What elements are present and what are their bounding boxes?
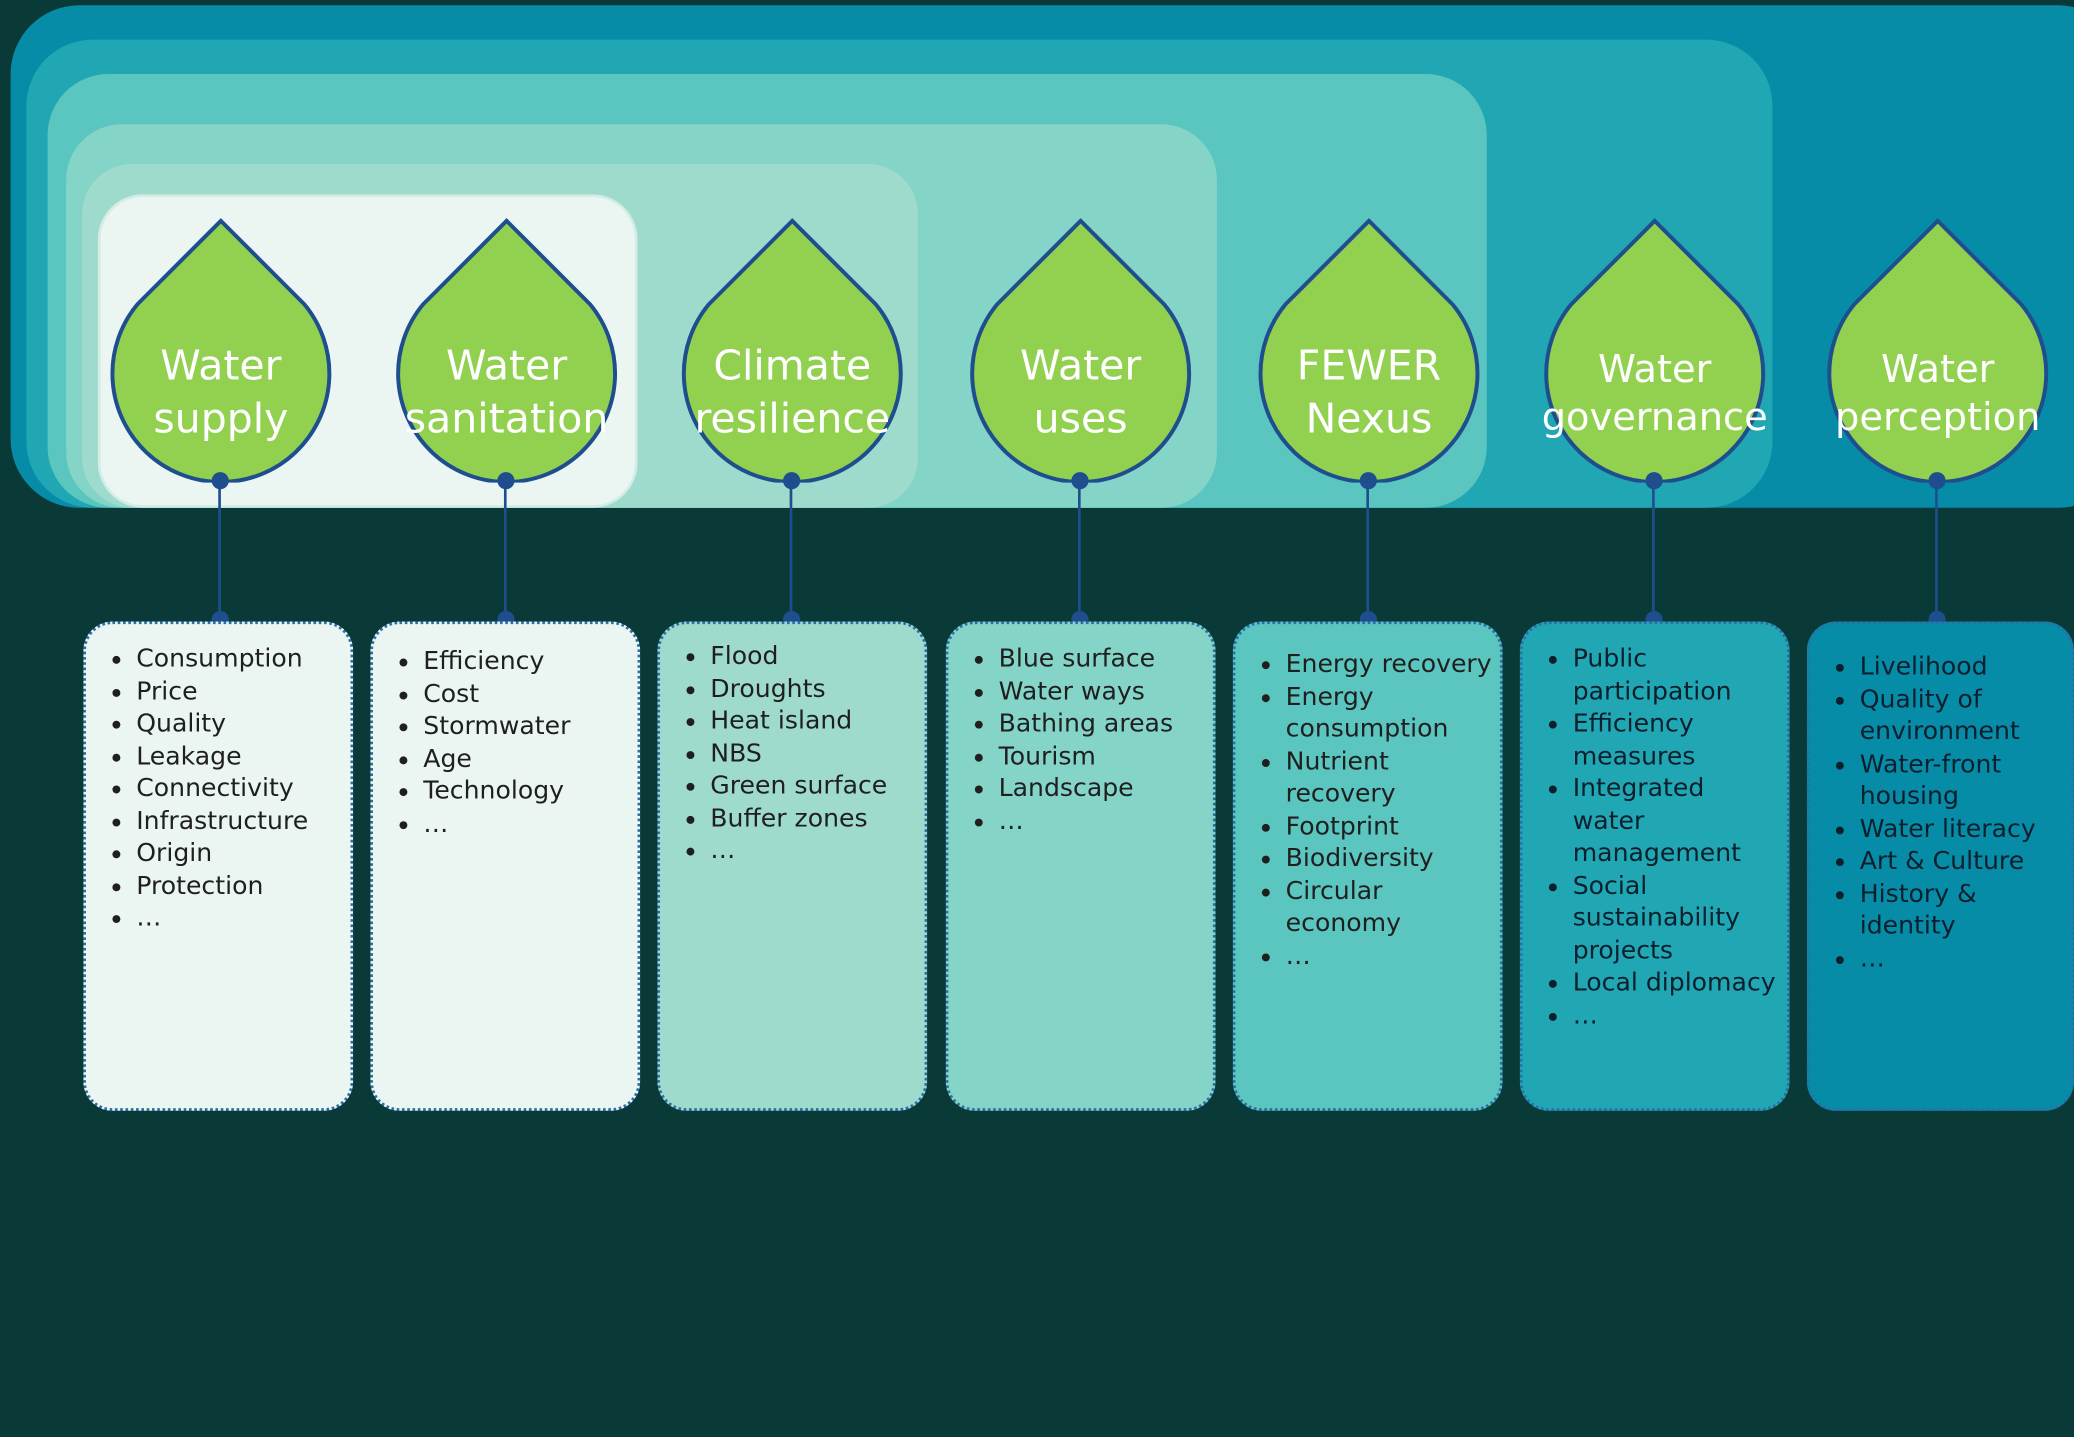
fewer-nexus-card: Energy recovery Energy consumption Nutri… <box>1232 621 1503 1111</box>
list-item: Consumption <box>136 643 345 675</box>
list-item: Social sustainability projects <box>1573 869 1782 966</box>
water-governance-dot-top <box>1645 472 1663 490</box>
list-item: Landscape <box>999 772 1208 804</box>
list-item: Water literacy <box>1860 813 2072 845</box>
list-item: Quality <box>136 707 345 739</box>
list-item: Energy recovery <box>1286 648 1495 680</box>
water-sanitation-connector <box>503 481 507 619</box>
water-uses-connector <box>1078 481 1081 619</box>
list-item: Efficiency measures <box>1573 707 1782 772</box>
water-uses-dot-top <box>1071 472 1089 490</box>
water-supply-list: Consumption Price Quality Leakage Connec… <box>112 643 345 935</box>
list-item: … <box>1286 940 1495 972</box>
water-perception-list: Livelihood Quality of environment Water-… <box>1836 651 2071 975</box>
list-item: Integrated water management <box>1573 772 1782 869</box>
list-item: Art & Culture <box>1860 845 2072 877</box>
water-sanitation-list: Efficiency Cost Stormwater Age Technolog… <box>399 645 632 839</box>
water-uses-list: Blue surface Water ways Bathing areas To… <box>975 643 1208 837</box>
list-item: … <box>999 805 1208 837</box>
list-item: Droughts <box>710 672 919 704</box>
climate-resilience-list: Flood Droughts Heat island NBS Green sur… <box>686 640 919 867</box>
list-item: Flood <box>710 640 919 672</box>
list-item: … <box>710 834 919 866</box>
list-item: History & identity <box>1860 877 2072 942</box>
list-item: Heat island <box>710 705 919 737</box>
list-item: Circular economy <box>1286 875 1495 940</box>
list-item: … <box>423 807 632 839</box>
list-item: Buffer zones <box>710 802 919 834</box>
water-supply-connector <box>218 481 221 619</box>
fewer-nexus-list: Energy recovery Energy consumption Nutri… <box>1262 648 1495 972</box>
list-item: … <box>1573 999 1782 1031</box>
list-item: Protection <box>136 869 345 901</box>
list-item: Water ways <box>999 675 1208 707</box>
water-supply-card: Consumption Price Quality Leakage Connec… <box>83 621 354 1111</box>
list-item: Efficiency <box>423 645 632 677</box>
list-item: Connectivity <box>136 772 345 804</box>
fewer-nexus-connector <box>1366 481 1369 619</box>
list-item: Blue surface <box>999 643 1208 675</box>
water-sanitation-card: Efficiency Cost Stormwater Age Technolog… <box>370 621 641 1111</box>
list-item: NBS <box>710 737 919 769</box>
water-perception-card: Livelihood Quality of environment Water-… <box>1806 621 2074 1111</box>
water-sanitation-dot-top <box>497 472 515 490</box>
list-item: Cost <box>423 678 632 710</box>
list-item: Nutrient recovery <box>1286 745 1495 810</box>
list-item: Infrastructure <box>136 805 345 837</box>
water-perception-connector <box>1935 481 1938 619</box>
list-item: Local diplomacy <box>1573 967 1782 999</box>
list-item: … <box>136 902 345 934</box>
list-item: Stormwater <box>423 710 632 742</box>
climate-resilience-connector <box>789 481 793 619</box>
fewer-nexus-dot-top <box>1359 472 1377 490</box>
list-item: Public participation <box>1573 643 1782 708</box>
list-item: Green surface <box>710 770 919 802</box>
water-governance-list: Public participation Efficiency measures… <box>1549 643 1782 1032</box>
list-item: Origin <box>136 837 345 869</box>
list-item: Leakage <box>136 740 345 772</box>
list-item: Water-front housing <box>1860 748 2072 813</box>
list-item: Age <box>423 743 632 775</box>
list-item: … <box>1860 942 2072 974</box>
list-item: Technology <box>423 775 632 807</box>
water-supply-dot-top <box>211 472 229 490</box>
list-item: Biodiversity <box>1286 842 1495 874</box>
water-uses-card: Blue surface Water ways Bathing areas To… <box>945 621 1216 1111</box>
list-item: Tourism <box>999 740 1208 772</box>
list-item: Quality of environment <box>1860 683 2072 748</box>
list-item: Footprint <box>1286 810 1495 842</box>
list-item: Livelihood <box>1860 651 2072 683</box>
list-item: Price <box>136 675 345 707</box>
water-governance-connector <box>1652 481 1655 619</box>
water-perception-dot-top <box>1928 472 1946 490</box>
list-item: Bathing areas <box>999 707 1208 739</box>
water-governance-card: Public participation Efficiency measures… <box>1519 621 1790 1111</box>
list-item: Energy consumption <box>1286 680 1495 745</box>
climate-resilience-card: Flood Droughts Heat island NBS Green sur… <box>657 621 928 1111</box>
climate-resilience-dot-top <box>783 472 801 490</box>
